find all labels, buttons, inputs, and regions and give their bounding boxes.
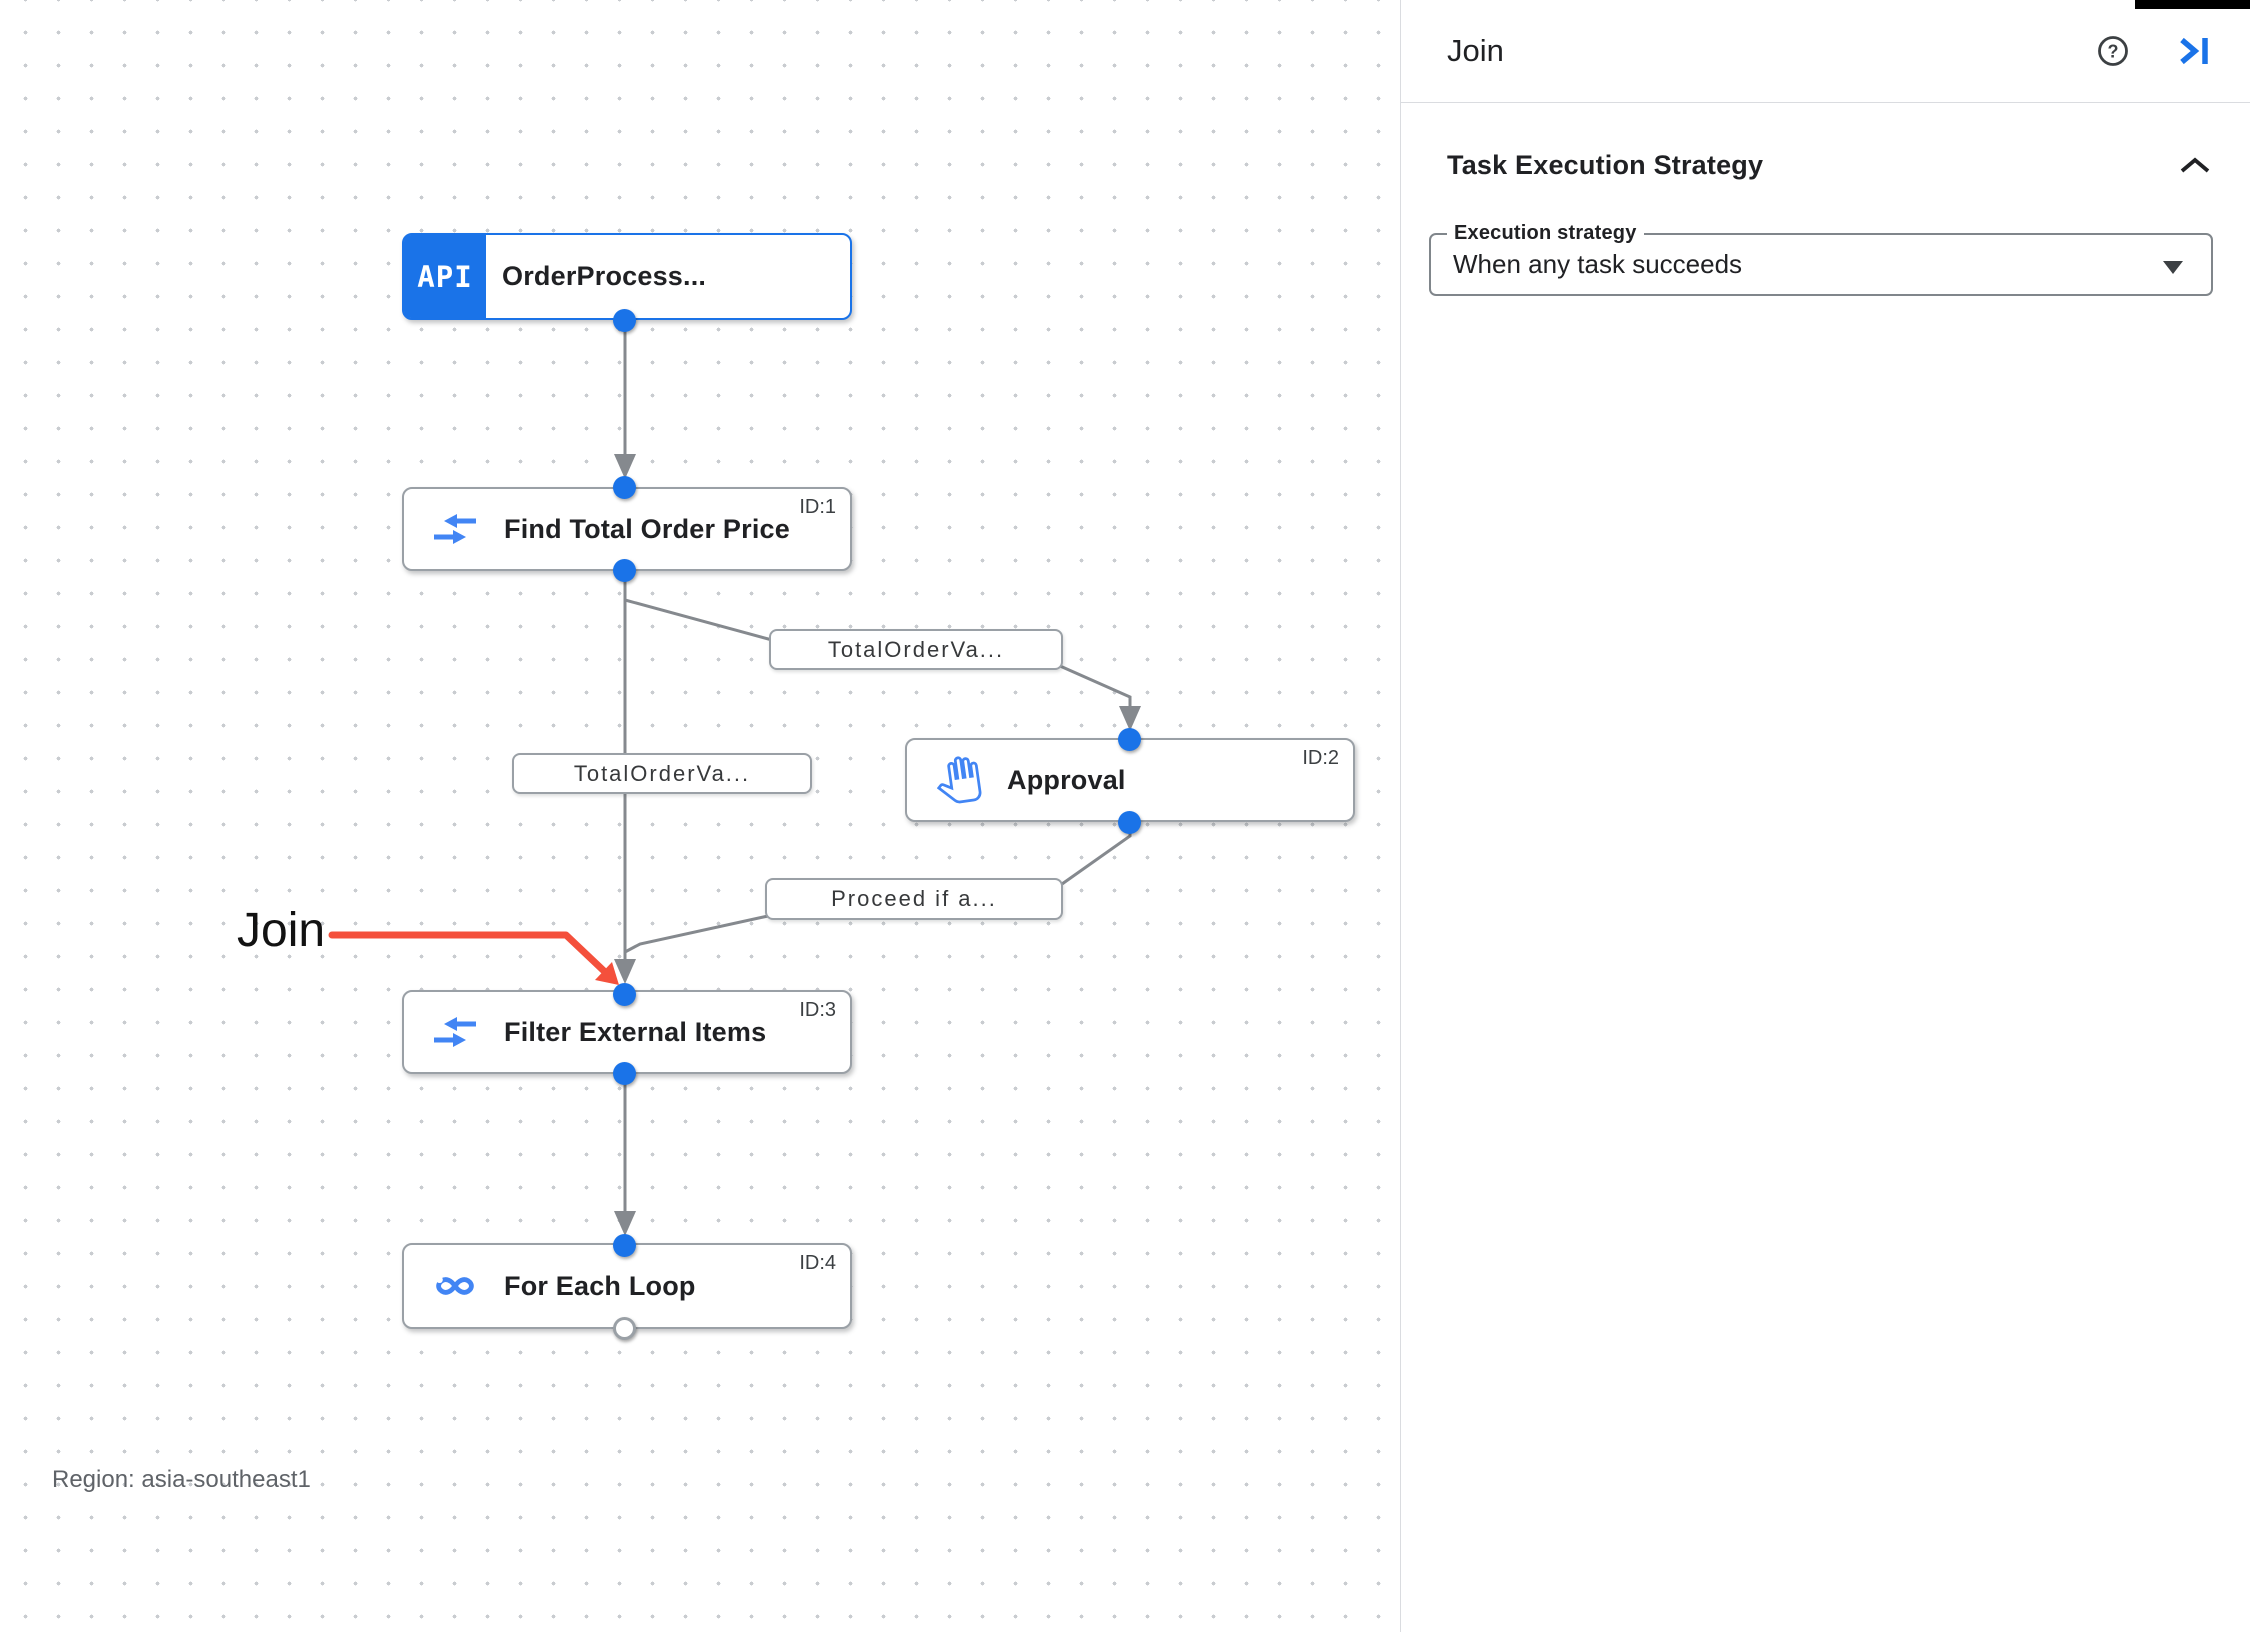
node-title: For Each Loop bbox=[504, 1270, 696, 1301]
node-id-badge: ID:3 bbox=[799, 999, 836, 1021]
node-id-badge: ID:4 bbox=[799, 1252, 836, 1274]
port-filter-in-join-point[interactable] bbox=[613, 983, 636, 1006]
help-icon[interactable]: ? bbox=[2094, 32, 2132, 70]
port-foreach-in[interactable] bbox=[613, 1234, 636, 1257]
node-for-each-loop[interactable]: For Each Loop ID:4 bbox=[402, 1243, 852, 1329]
port-approval-out[interactable] bbox=[1118, 811, 1141, 834]
data-mapping-icon bbox=[432, 512, 478, 546]
execution-strategy-value: When any task succeeds bbox=[1453, 249, 1743, 279]
section-heading: Task Execution Strategy bbox=[1447, 150, 1764, 180]
dropdown-arrow-icon bbox=[2163, 261, 2183, 274]
edge-label-total-order-value-1[interactable]: TotalOrderVa... bbox=[769, 629, 1063, 670]
for-each-loop-icon bbox=[432, 1271, 478, 1301]
task-execution-strategy-section: Task Execution Strategy bbox=[1401, 150, 2250, 181]
execution-strategy-label: Execution strategy bbox=[1447, 222, 1644, 245]
data-mapping-icon bbox=[432, 1015, 478, 1049]
chevron-up-icon[interactable] bbox=[2178, 156, 2212, 176]
collapse-panel-icon[interactable] bbox=[2174, 34, 2214, 68]
task-config-panel: Join ? Task Execution Strateg bbox=[1400, 0, 2250, 1632]
node-approval[interactable]: Approval ID:2 bbox=[905, 738, 1355, 822]
region-label: Region: asia-southeast1 bbox=[52, 1466, 311, 1493]
execution-strategy-select[interactable]: Execution strategy When any task succeed… bbox=[1429, 222, 2213, 296]
workflow-canvas[interactable]: API OrderProcess... Find Total Order Pri… bbox=[0, 0, 1400, 1632]
edge-label-total-order-value-2[interactable]: TotalOrderVa... bbox=[512, 753, 812, 794]
node-order-process-trigger[interactable]: API OrderProcess... bbox=[402, 233, 852, 320]
node-title: OrderProcess... bbox=[502, 261, 707, 291]
api-badge-label: API bbox=[417, 259, 473, 294]
approval-hand-icon bbox=[935, 756, 982, 804]
edge-label-text: Proceed if a... bbox=[831, 886, 997, 911]
panel-header: Join ? bbox=[1401, 0, 2250, 103]
port-approval-in[interactable] bbox=[1118, 728, 1141, 751]
svg-text:?: ? bbox=[2108, 42, 2119, 62]
node-title: Find Total Order Price bbox=[504, 513, 790, 544]
node-id-badge: ID:2 bbox=[1302, 747, 1339, 769]
port-find-total-out[interactable] bbox=[613, 559, 636, 582]
screen-capture-artifact bbox=[2135, 0, 2250, 9]
node-title: Approval bbox=[1007, 764, 1126, 795]
node-id-badge: ID:1 bbox=[799, 496, 836, 518]
edge-label-proceed-if[interactable]: Proceed if a... bbox=[765, 878, 1063, 920]
node-title: Filter External Items bbox=[504, 1016, 767, 1047]
port-find-total-in[interactable] bbox=[613, 476, 636, 499]
port-trigger-out[interactable] bbox=[613, 309, 636, 332]
api-trigger-icon: API bbox=[404, 235, 486, 318]
port-filter-out[interactable] bbox=[613, 1062, 636, 1085]
port-foreach-out-open[interactable] bbox=[613, 1317, 636, 1340]
edge-label-text: TotalOrderVa... bbox=[573, 760, 751, 786]
edge-label-text: TotalOrderVa... bbox=[827, 636, 1005, 662]
join-annotation-label: Join bbox=[237, 904, 326, 957]
panel-title: Join bbox=[1447, 33, 1504, 68]
